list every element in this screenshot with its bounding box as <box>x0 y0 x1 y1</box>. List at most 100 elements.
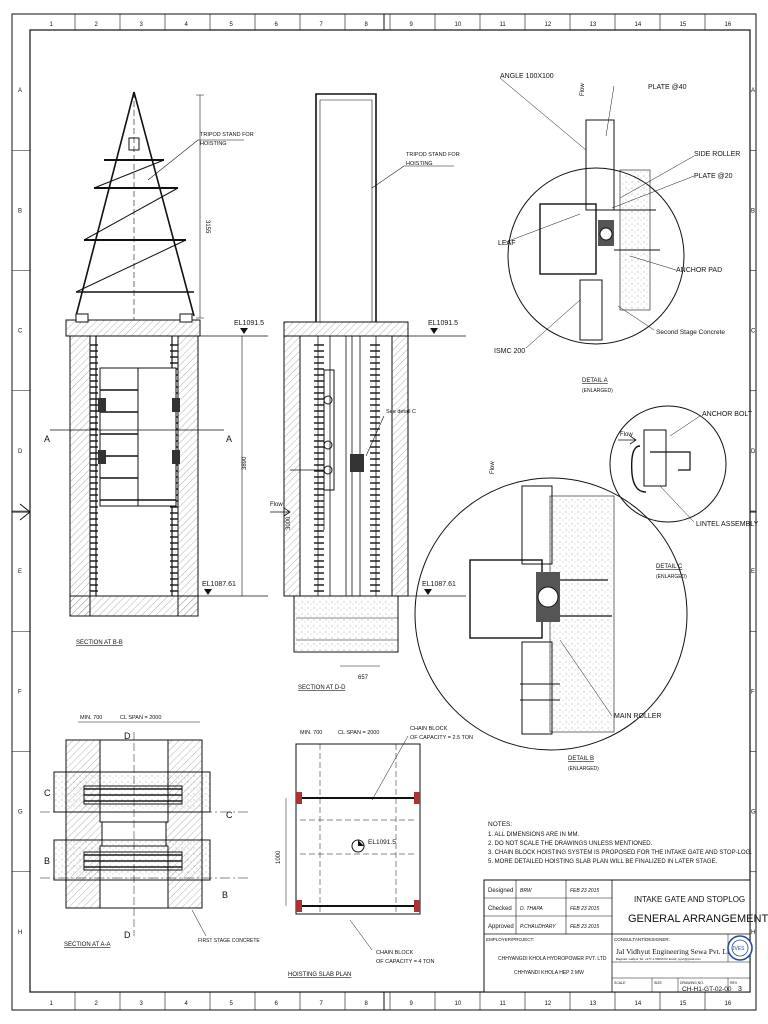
checked-name: D. THAPA <box>520 906 543 912</box>
plate40-label: PLATE @40 <box>648 84 687 91</box>
detail-a-caption: DETAIL A <box>582 378 608 384</box>
chain-block-4-1: CHAIN BLOCK <box>376 950 414 956</box>
drawing-no: CH-H1-GT-02-00 <box>682 986 732 993</box>
cut-c-right: C <box>226 810 233 820</box>
tripod-label-dd-1: TRIPOD STAND FOR <box>406 152 460 158</box>
grid-row-C-right: C <box>751 329 756 335</box>
cut-d-bottom: D <box>124 930 131 940</box>
grid-col-2-bottom: 2 <box>95 1001 99 1007</box>
notes-block: NOTES: 1. ALL DIMENSIONS ARE IN MM. 2. D… <box>488 821 752 865</box>
el-bottom-mid: EL1087.61 <box>422 581 456 588</box>
plate20-label: PLATE @20 <box>694 173 733 180</box>
dim-657: 657 <box>358 675 369 681</box>
section-aa-caption: SECTION AT A-A <box>64 942 110 948</box>
anchor-bolt-label: ANCHOR BOLT <box>702 411 753 418</box>
rev-value: 3 <box>738 986 742 993</box>
dim-1000: 1000 <box>276 850 282 864</box>
grid-row-A-left: A <box>18 88 22 94</box>
drawing-title-1: INTAKE GATE AND STOPLOG <box>634 895 745 904</box>
approved-date: FEB 23 2015 <box>570 924 599 930</box>
grid-col-6-top: 6 <box>275 22 279 28</box>
leaf-label: LEAF <box>498 240 516 247</box>
el-plan: EL1091.5 <box>368 839 396 846</box>
grid-row-H-left: H <box>18 930 22 936</box>
grid-col-10-top: 10 <box>455 22 462 28</box>
section-dd-view: TRIPOD STAND FOR HOISTING EL1091.5 See d… <box>270 93 466 691</box>
section-dd-caption: SECTION AT D-D <box>298 685 346 691</box>
consultant-name: Jal Vidhyut Engineering Sewa Pvt. Ltd. <box>616 947 735 956</box>
grid-row-D-left: D <box>18 449 23 455</box>
grid-col-14-bottom: 14 <box>635 1001 642 1007</box>
notes-title: NOTES: <box>488 821 512 828</box>
grid-col-6-bottom: 6 <box>275 1001 279 1007</box>
min-700-plan: MIN. 700 <box>300 730 322 736</box>
tripod-label-1: TRIPOD STAND FOR <box>200 132 254 138</box>
size-label: SIZE <box>654 981 662 985</box>
detail-b-caption: DETAIL B <box>568 756 594 762</box>
company-logo: JVES <box>727 935 753 961</box>
grid-col-15-bottom: 15 <box>680 1001 687 1007</box>
grid-col-3-top: 3 <box>140 22 144 28</box>
drawing-title-2: GENERAL ARRANGEMENT <box>628 913 768 925</box>
chain-block-25-1: CHAIN BLOCK <box>410 726 448 732</box>
employer-2: CHHYANDI KHOLA HEP 2 MW <box>514 970 584 976</box>
grid-col-10-bottom: 10 <box>455 1001 462 1007</box>
grid-row-C-left: C <box>18 329 23 335</box>
designed-label: Designed <box>488 888 513 894</box>
ismc-label: ISMC 200 <box>494 348 525 355</box>
grid-col-9-bottom: 9 <box>410 1001 414 1007</box>
grid-col-16-top: 16 <box>725 22 732 28</box>
grid-col-9-top: 9 <box>410 22 414 28</box>
note-2: 2. DO NOT SCALE THE DRAWINGS UNLESS MENT… <box>488 841 653 847</box>
angle-label: ANGLE 100X100 <box>500 73 554 80</box>
see-detail-c: See detail C <box>386 409 416 415</box>
detail-c: ANCHOR BOLT LINTEL ASSEMBLY Flow DETAIL … <box>609 405 759 580</box>
flow-b: Flow <box>490 461 496 474</box>
consultant-label: CONSULTANT/DESIGNER: <box>614 937 670 942</box>
grid-row-B-left: B <box>18 208 22 214</box>
cut-c-left: C <box>44 788 51 798</box>
flow-label-dd: Flow <box>270 502 283 508</box>
el-top-mid: EL1091.5 <box>428 320 458 327</box>
grid-col-13-bottom: 13 <box>590 1001 597 1007</box>
grid-col-11-bottom: 11 <box>500 1001 507 1007</box>
cl-span-plan: CL SPAN = 2000 <box>338 730 379 736</box>
approved-label: Approved <box>488 924 514 930</box>
first-stage-label: FIRST STAGE CONCRETE <box>198 938 260 944</box>
grid-col-15-top: 15 <box>680 22 687 28</box>
grid-row-D-right: D <box>751 449 756 455</box>
cut-a-left: A <box>44 434 50 444</box>
grid-row-B-right: B <box>751 208 755 214</box>
chain-block-25-2: OF CAPACITY = 2.5 TON <box>410 735 473 741</box>
cut-d-top: D <box>124 731 131 741</box>
grid-row-H-right: H <box>751 930 755 936</box>
section-bb-caption: SECTION AT B-B <box>76 640 123 646</box>
tripod-label-dd-2: HOISTING <box>406 161 433 167</box>
note-3: 3. CHAIN BLOCK HOISTING SYSTEM IS PROPOS… <box>488 850 752 856</box>
el-top-left: EL1091.5 <box>234 320 264 327</box>
grid-col-4-top: 4 <box>185 22 189 28</box>
min-700-aa: MIN. 700 <box>80 715 102 721</box>
grid-col-11-top: 11 <box>500 22 507 28</box>
grid-row-F-left: F <box>18 689 22 695</box>
lintel-label: LINTEL ASSEMBLY <box>696 521 759 528</box>
grid-col-14-top: 14 <box>635 22 642 28</box>
grid-col-1-bottom: 1 <box>50 1001 54 1007</box>
detail-c-enlarged: (ENLARGED) <box>656 574 687 580</box>
grid-col-8-bottom: 8 <box>365 1001 369 1007</box>
detail-a-enlarged: (ENLARGED) <box>582 388 613 394</box>
grid-col-13-top: 13 <box>590 22 597 28</box>
cut-b-right: B <box>222 890 228 900</box>
el-bottom-left: EL1087.61 <box>202 581 236 588</box>
main-roller-label: MAIN ROLLER <box>614 713 661 720</box>
grid-col-2-top: 2 <box>95 22 99 28</box>
scale-label: SCALE <box>614 981 626 985</box>
checked-date: FEB 23 2015 <box>570 906 599 912</box>
chain-block-4-2: OF CAPACITY = 4 TON <box>376 959 434 965</box>
detail-a: ANGLE 100X100 PLATE @40 SIDE ROLLER PLAT… <box>494 73 740 394</box>
designed-date: FEB 23 2015 <box>570 888 599 894</box>
note-1: 1. ALL DIMENSIONS ARE IN MM. <box>488 832 579 838</box>
hoisting-slab-caption: HOISTING SLAB PLAN <box>288 972 351 978</box>
grid-row-E-right: E <box>751 569 755 575</box>
